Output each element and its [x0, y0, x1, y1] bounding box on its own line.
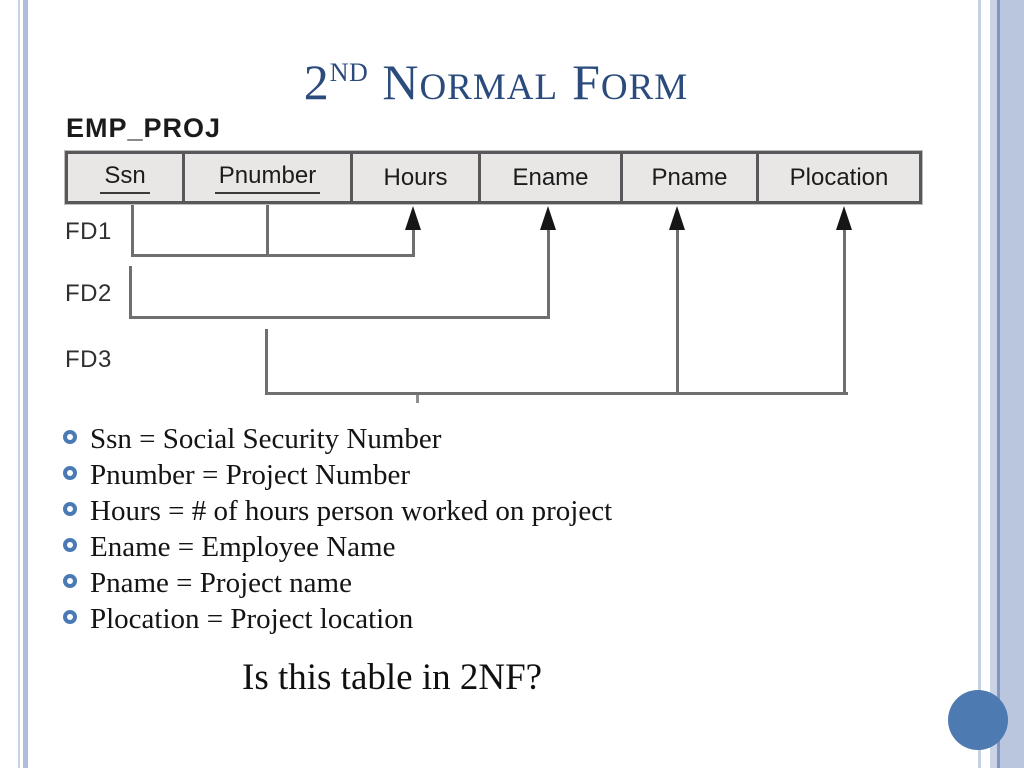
bullet-icon — [63, 574, 77, 588]
column-ssn: Ssn — [68, 154, 185, 201]
right-border-band-dark — [997, 0, 1000, 768]
bullet-text-ssn: Ssn = Social Security Number — [90, 423, 442, 455]
fd3-horizontal-line — [265, 392, 848, 395]
title-word1-rest: ORMAL — [419, 67, 559, 108]
bullet-icon — [63, 538, 77, 552]
fd2-label: FD2 — [65, 280, 112, 307]
column-plocation: Plocation — [789, 163, 889, 191]
fd3-arrow-up-pname-icon — [669, 206, 685, 230]
relation-table: Ssn Pnumber Hours Ename Pname Plocation — [65, 151, 922, 204]
bullet-icon — [63, 430, 77, 444]
bullet-icon — [63, 502, 77, 516]
fd2-ssn-drop-line — [129, 266, 132, 319]
title-word2-rest: ORM — [600, 67, 689, 108]
fd1-ssn-drop-line — [131, 205, 134, 257]
bullet-text-pnumber: Pnumber = Project Number — [90, 459, 410, 491]
fd3-arrow-stem-plocation — [843, 228, 846, 395]
bullet-list: Ssn = Social Security Number Pnumber = P… — [63, 421, 612, 637]
column-pname: Pname — [623, 154, 759, 201]
relation-name-label: EMP_PROJ — [66, 113, 222, 143]
fd3-arrow-stem-pname — [676, 228, 679, 395]
left-border-line-thin — [18, 0, 20, 768]
fd3-small-tick — [416, 395, 419, 403]
question-text: Is this table in 2NF? — [242, 657, 543, 698]
column-ename: Ename — [481, 154, 623, 201]
list-item: Hours = # of hours person worked on proj… — [63, 493, 612, 529]
bullet-icon — [63, 610, 77, 624]
bullet-text-hours: Hours = # of hours person worked on proj… — [90, 495, 613, 527]
title-superscript: ND — [329, 58, 369, 87]
bullet-text-plocation: Plocation = Project location — [90, 603, 414, 635]
title-word1-initial: N — [382, 54, 420, 110]
title-number: 2 — [303, 54, 330, 110]
list-item: Pnumber = Project Number — [63, 457, 612, 493]
fd2-arrow-stem — [547, 228, 550, 319]
fd3-arrow-up-plocation-icon — [836, 206, 852, 230]
list-item: Ssn = Social Security Number — [63, 421, 612, 457]
column-pnumber: Pnumber — [185, 154, 353, 201]
title-word2-initial: F — [572, 54, 601, 110]
right-border-band-wide — [1000, 0, 1024, 768]
page-title: 2ND NORMAL FORM — [0, 44, 992, 124]
fd2-horizontal-line — [129, 316, 550, 319]
bullet-text-pname: Pname = Project name — [90, 567, 352, 599]
right-border-band-light — [990, 0, 997, 768]
column-hours: Hours — [353, 154, 481, 201]
fd3-label: FD3 — [65, 346, 112, 373]
list-item: Ename = Employee Name — [63, 529, 612, 565]
fd1-horizontal-line — [131, 254, 415, 257]
fd2-arrow-up-icon — [540, 206, 556, 230]
bullet-icon — [63, 466, 77, 480]
fd1-arrow-up-icon — [405, 206, 421, 230]
fd1-label: FD1 — [65, 218, 112, 245]
bullet-text-ename: Ename = Employee Name — [90, 531, 396, 563]
accent-circle — [948, 690, 1008, 750]
right-border-line-thin — [978, 0, 981, 768]
left-border-line-thick — [23, 0, 28, 768]
list-item: Plocation = Project location — [63, 601, 612, 637]
fd1-pnumber-tick-line — [266, 205, 269, 257]
fd1-arrow-stem — [412, 228, 415, 257]
list-item: Pname = Project name — [63, 565, 612, 601]
fd3-pnumber-drop-line — [265, 329, 268, 395]
